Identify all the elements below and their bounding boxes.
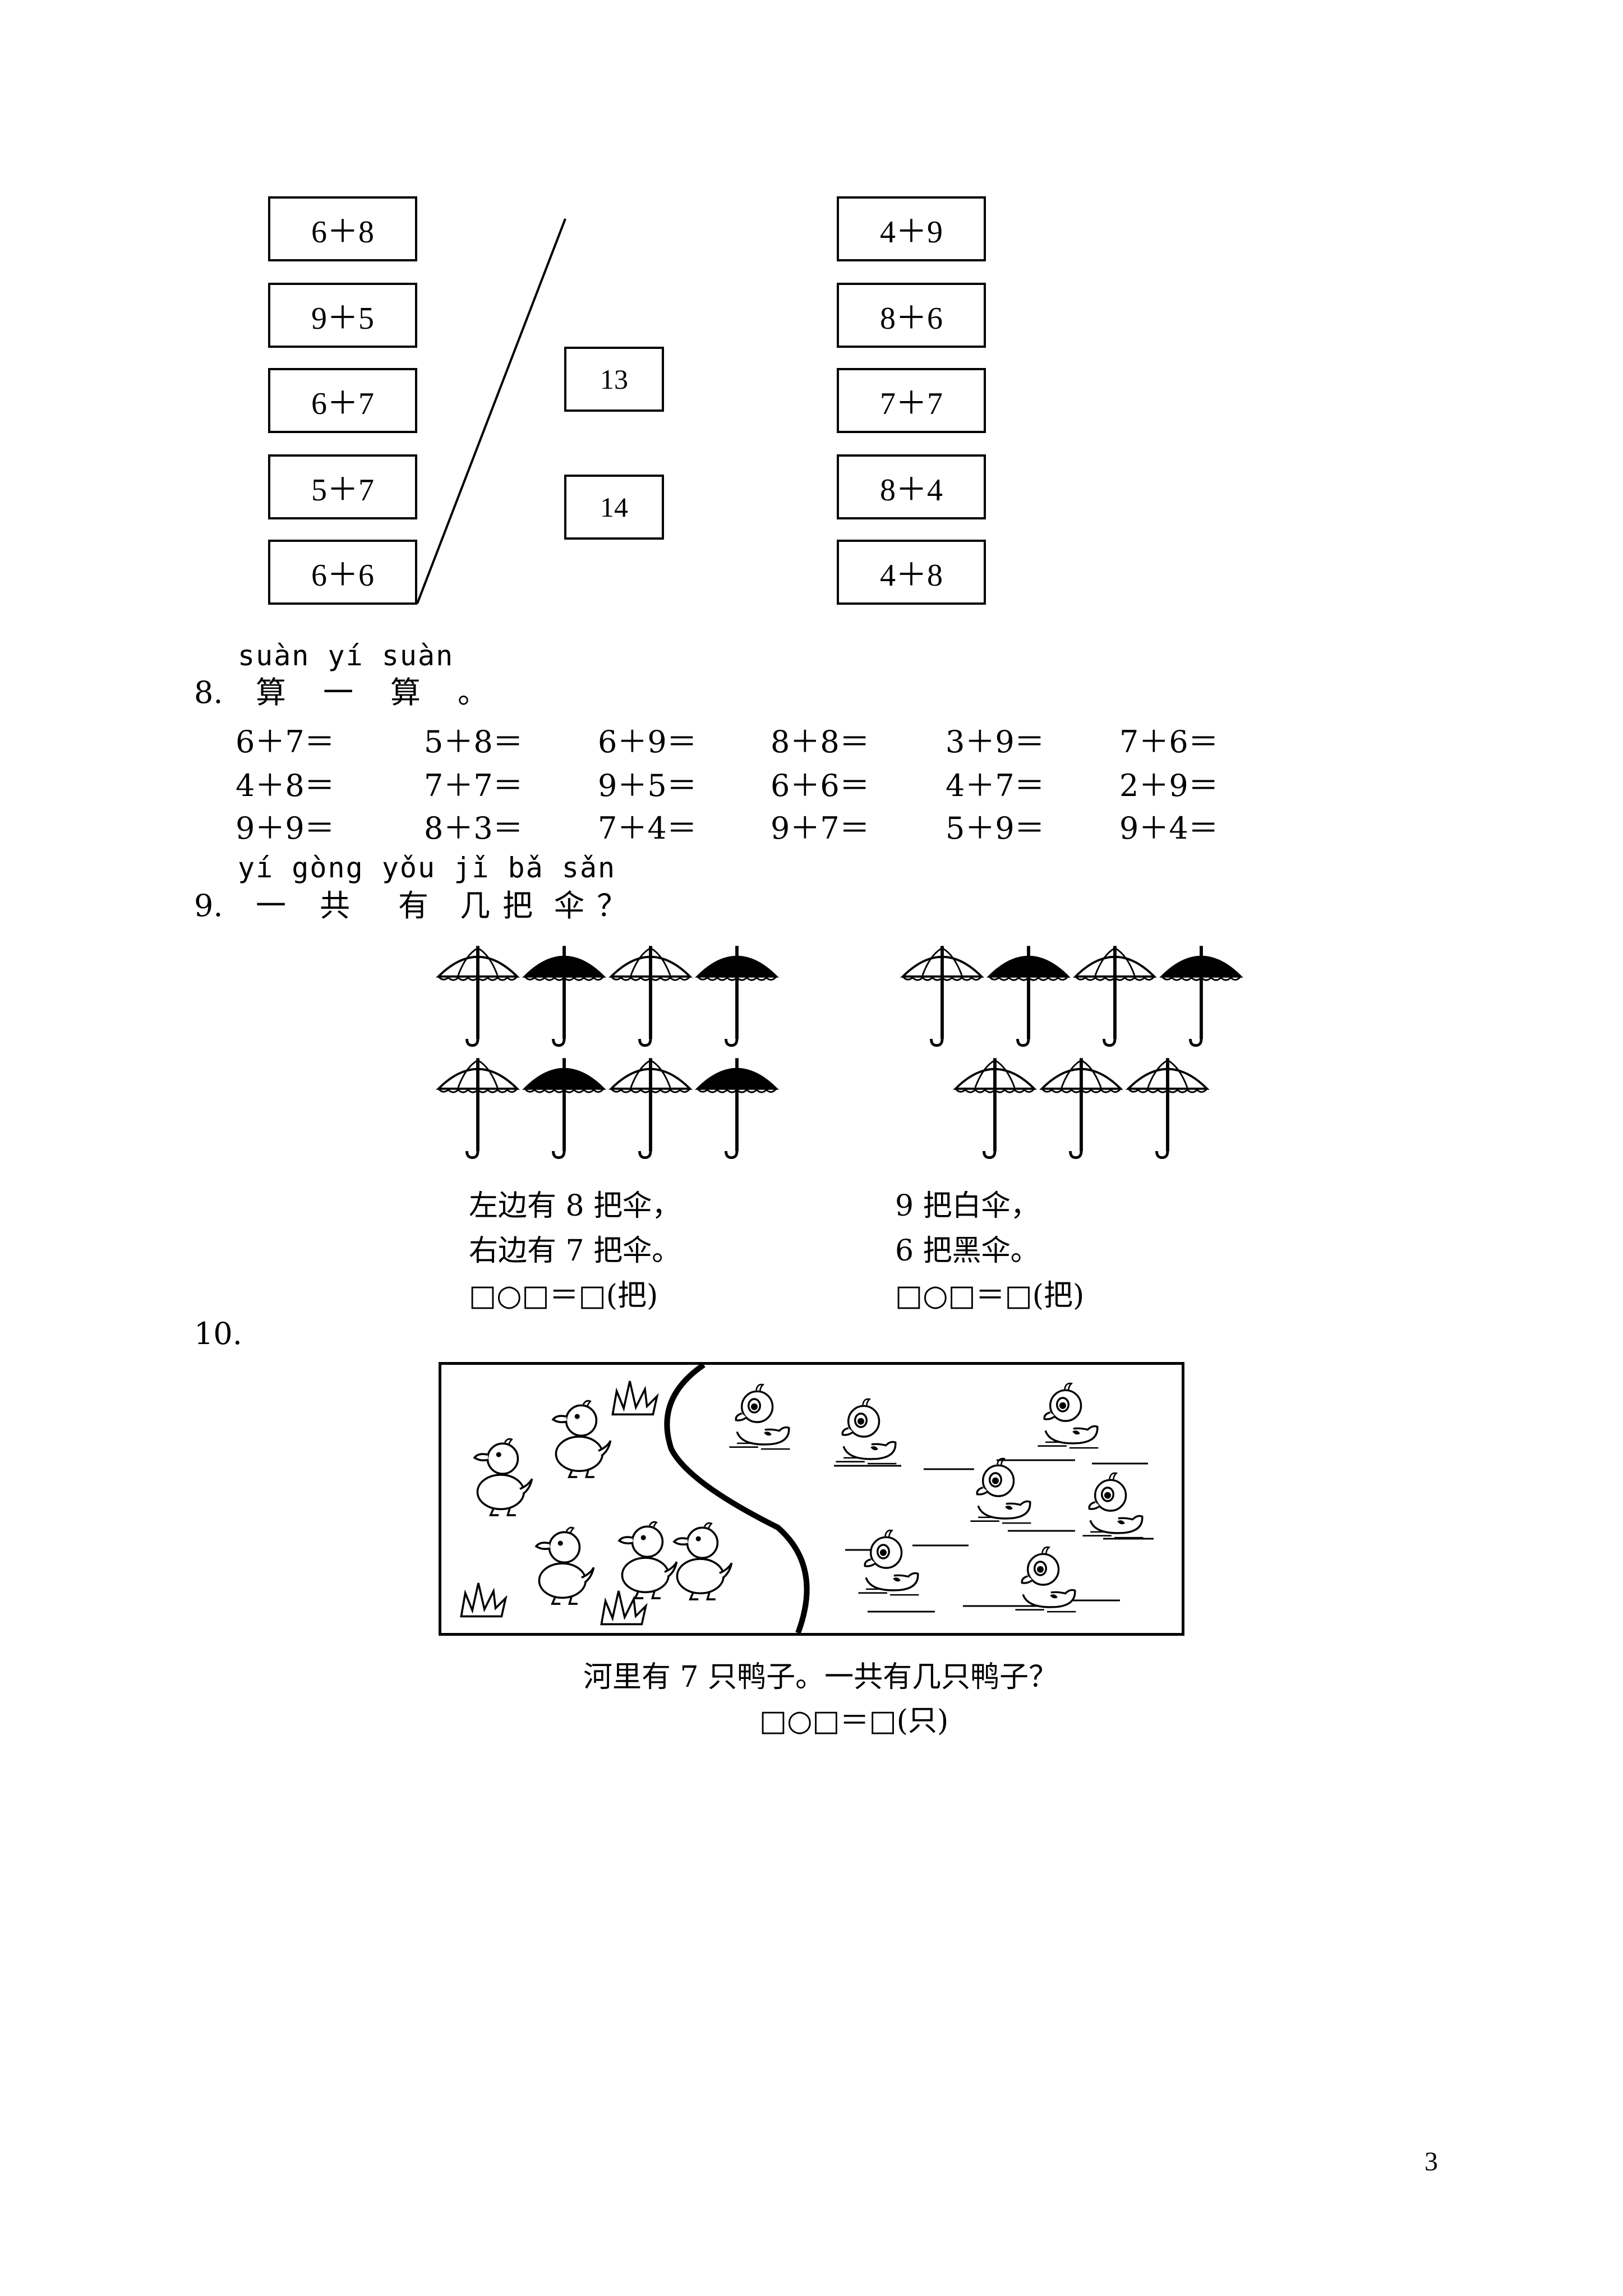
q9-pinyin: yí gòng yǒu jǐ bǎ sǎn <box>238 852 616 884</box>
q8-char: 一 <box>323 675 353 710</box>
matching-left-box-3[interactable]: 6＋7 <box>268 368 417 433</box>
duck-icon <box>1036 1378 1103 1451</box>
q8-char: 算 <box>256 675 286 710</box>
q10-picture <box>439 1362 1184 1636</box>
umbrella-icon <box>1071 942 1159 1047</box>
q8-calc-item[interactable]: 7＋7＝ <box>424 768 523 803</box>
q9-number: 9. <box>194 888 223 923</box>
q8-calc-item[interactable]: 9＋5＝ <box>598 768 697 803</box>
matching-example-line <box>416 218 566 604</box>
q8-calc-item[interactable]: 8＋8＝ <box>771 724 870 760</box>
q8-calc-item[interactable]: 2＋9＝ <box>1119 768 1219 803</box>
matching-right-box-3[interactable]: 7＋7 <box>837 368 986 433</box>
matching-left-box-5[interactable]: 6＋6 <box>268 540 417 605</box>
q9-right-line1: 9 把白伞， <box>895 1189 1040 1223</box>
q8-number: 8. <box>194 675 223 710</box>
umbrella-icon <box>607 942 694 1047</box>
duck-icon <box>1081 1468 1148 1541</box>
q8-calc-item[interactable]: 7＋6＝ <box>1119 724 1219 760</box>
duck-icon <box>669 1516 740 1603</box>
grass-icon <box>458 1578 509 1618</box>
q10-formula[interactable]: □○□＝□(只) <box>759 1704 949 1738</box>
q9-char: 把 <box>502 888 533 923</box>
duck-icon <box>548 1394 619 1480</box>
q9-left-formula[interactable]: □○□＝□(把) <box>469 1279 658 1313</box>
matching-right-box-5[interactable]: 4＋8 <box>837 540 986 605</box>
matching-middle-box-13[interactable]: 13 <box>564 347 664 412</box>
q10-question: 河里有 7 只鸭子。一共有几只鸭子？ <box>583 1660 1058 1694</box>
matching-left-box-1[interactable]: 6＋8 <box>268 196 417 261</box>
q8-calc-item[interactable]: 3＋9＝ <box>946 724 1045 760</box>
q9-char: ？ <box>597 888 627 923</box>
umbrella-icon <box>1038 1055 1125 1159</box>
page-number: 3 <box>1424 2147 1438 2177</box>
q8-calc-item[interactable]: 6＋7＝ <box>236 724 335 760</box>
q8-char: 算 <box>390 675 421 710</box>
grass-icon <box>610 1376 660 1416</box>
umbrella-icon <box>985 942 1072 1047</box>
umbrella-icon <box>434 942 522 1047</box>
duck-icon <box>1013 1542 1081 1615</box>
umbrella-icon <box>1158 942 1245 1047</box>
umbrella-icon <box>520 942 608 1047</box>
q8-calc-item[interactable]: 5＋9＝ <box>946 811 1045 846</box>
matching-left-box-4[interactable]: 5＋7 <box>268 454 417 519</box>
matching-right-box-4[interactable]: 8＋4 <box>837 454 986 519</box>
umbrella-icon <box>607 1055 694 1159</box>
duck-icon <box>469 1432 540 1519</box>
q8-calc-item[interactable]: 9＋4＝ <box>1119 811 1219 846</box>
q8-pinyin: suàn yí suàn <box>238 639 454 672</box>
q9-left-line1: 左边有 8 把伞， <box>469 1189 681 1223</box>
grass-icon <box>598 1586 649 1626</box>
duck-icon <box>727 1379 795 1452</box>
duck-icon <box>856 1525 924 1598</box>
umbrella-icon <box>1124 1055 1211 1159</box>
q8-calc-item[interactable]: 4＋7＝ <box>946 768 1045 803</box>
q8-calc-item[interactable]: 9＋7＝ <box>771 811 870 846</box>
matching-middle-box-14[interactable]: 14 <box>564 475 664 540</box>
q9-char: 几 <box>460 888 490 923</box>
q9-right-formula[interactable]: □○□＝□(把) <box>895 1279 1085 1313</box>
q8-calc-item[interactable]: 7＋4＝ <box>598 811 697 846</box>
umbrella-icon <box>693 942 781 1047</box>
matching-left-box-2[interactable]: 9＋5 <box>268 283 417 348</box>
duck-icon <box>834 1394 901 1467</box>
umbrella-icon <box>898 942 986 1047</box>
q8-calc-item[interactable]: 6＋6＝ <box>771 768 870 803</box>
q9-left-line2: 右边有 7 把伞。 <box>469 1234 681 1268</box>
q10-number: 10. <box>194 1316 242 1351</box>
q9-char: 共 <box>320 888 350 923</box>
matching-right-box-1[interactable]: 4＋9 <box>837 196 986 261</box>
q9-heading: 9. 一共 有几把伞 ？ <box>194 881 630 925</box>
q8-calc-item[interactable]: 5＋8＝ <box>424 724 523 760</box>
q8-calc-item[interactable]: 8＋3＝ <box>424 811 523 846</box>
q9-left-story: 左边有 8 把伞， 右边有 7 把伞。 □○□＝□(把) <box>469 1184 681 1318</box>
q8-char: 。 <box>458 675 488 710</box>
q9-char: 伞 <box>554 888 584 923</box>
duck-icon <box>531 1521 602 1607</box>
q8-heading: 8. 算 一 算 。 <box>194 668 525 712</box>
river-bank <box>664 1365 1154 1633</box>
umbrella-icon <box>693 1055 781 1159</box>
q8-calc-item[interactable]: 4＋8＝ <box>236 768 335 803</box>
q8-calc-item[interactable]: 9＋9＝ <box>236 811 335 846</box>
q9-right-story: 9 把白伞， 6 把黑伞。 □○□＝□(把) <box>895 1184 1084 1318</box>
umbrella-icon <box>951 1055 1039 1159</box>
q8-calc-item[interactable]: 6＋9＝ <box>598 724 697 760</box>
q9-right-line2: 6 把黑伞。 <box>895 1234 1040 1268</box>
q9-char: 有 <box>398 888 428 923</box>
duck-icon <box>969 1453 1036 1526</box>
q9-char: 一 <box>256 888 286 923</box>
umbrella-icon <box>434 1055 522 1159</box>
umbrella-icon <box>520 1055 608 1159</box>
matching-right-box-2[interactable]: 8＋6 <box>837 283 986 348</box>
